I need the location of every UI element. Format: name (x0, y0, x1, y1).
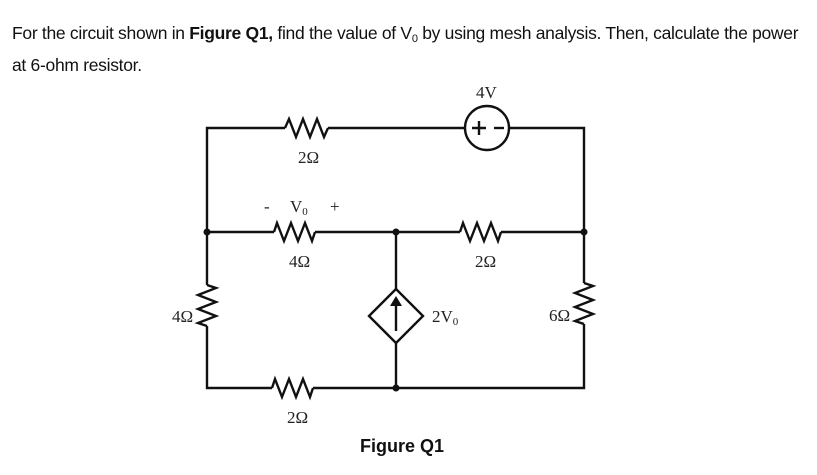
dep-source-main: 2V (432, 307, 454, 326)
question-part3: by using mesh analysis. Then, calculate … (12, 23, 799, 75)
label-right-resistor: 6Ω (549, 306, 570, 325)
figure-caption: Figure Q1 (360, 436, 444, 456)
vo-label: V0 (290, 197, 308, 218)
resistor-right-6ohm (571, 281, 597, 326)
label-dependent-source: 2V0 (432, 307, 459, 328)
question-part1: For the circuit shown in (12, 23, 190, 43)
label-bottom-resistor: 2Ω (287, 408, 308, 427)
resistor-bottom-2ohm (270, 375, 315, 401)
wire-top-left (205, 126, 285, 232)
wire-right-lower (396, 324, 586, 390)
label-mid-right-resistor: 2Ω (475, 252, 496, 271)
resistor-mid-4ohm (272, 219, 317, 245)
vo-label-main: V (290, 197, 303, 216)
dep-source-sub: 0 (453, 316, 459, 328)
node-center-bottom (392, 384, 400, 392)
vo-label-sub: 0 (302, 206, 308, 218)
label-top-resistor: 2Ω (298, 148, 319, 167)
node-left (203, 228, 211, 236)
label-mid-left-resistor: 4Ω (289, 252, 310, 271)
label-left-resistor: 4Ω (172, 307, 193, 326)
resistor-mid-2ohm (458, 219, 503, 245)
node-right (580, 228, 588, 236)
resistor-left-4ohm (194, 283, 220, 328)
wire-top-right (509, 126, 586, 232)
node-center-top (392, 228, 400, 236)
plus-sign-icon (472, 121, 486, 135)
label-voltage-source: 4V (476, 83, 498, 102)
vo-minus-label: - (264, 197, 270, 216)
question-part2: find the value of V (272, 23, 412, 43)
resistor-top-2ohm (283, 115, 330, 141)
question-subscript: 0 (411, 33, 418, 45)
question-text: For the circuit shown in Figure Q1, find… (12, 20, 812, 78)
arrow-head-icon (390, 296, 402, 306)
wire-left-lower (205, 326, 272, 390)
figure-reference: Figure Q1, (189, 23, 273, 43)
vo-plus-label: + (330, 197, 340, 216)
